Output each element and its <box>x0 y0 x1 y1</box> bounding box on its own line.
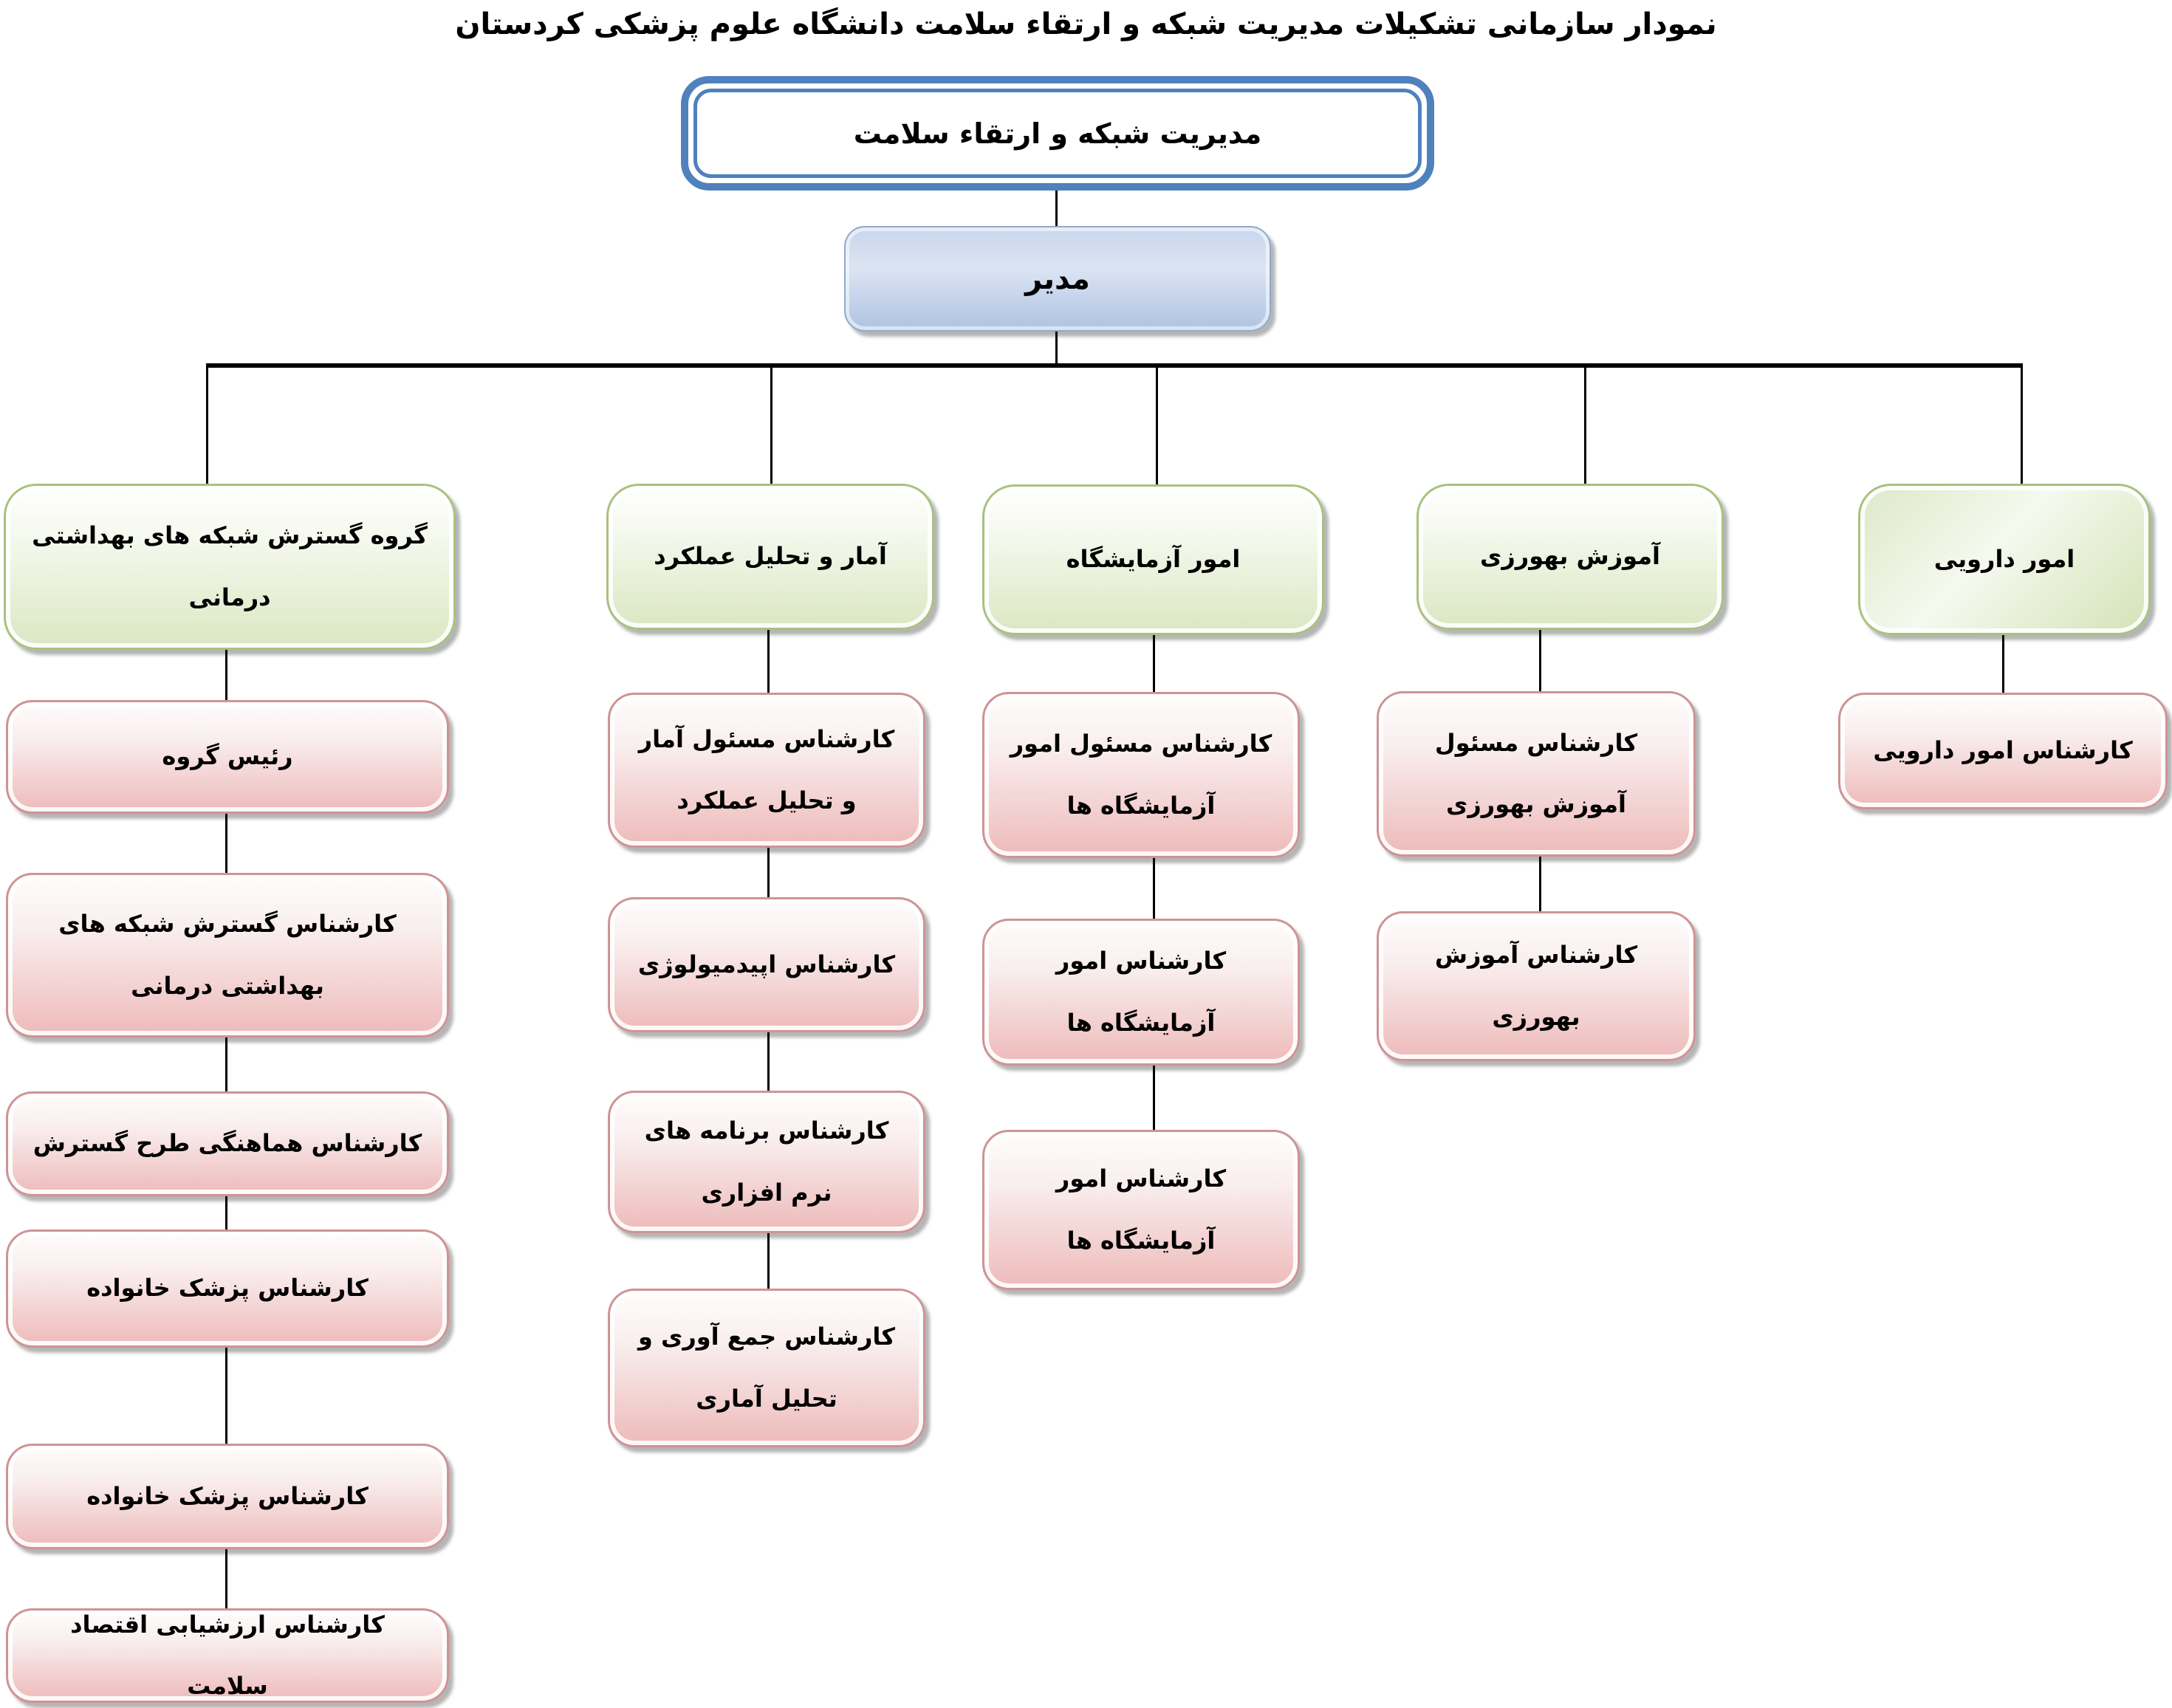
position-box: کارشناس مسئول آموزش بهورزی <box>1377 691 1696 857</box>
position-label: کارشناس پزشک خانواده <box>86 1481 369 1510</box>
dept-header-pharmaceutical-affairs: امور دارویی <box>1858 484 2151 635</box>
connector-line <box>1055 332 1058 363</box>
dept-header-label: آمار و تحلیل عملکرد <box>654 542 887 571</box>
connector-line <box>225 1348 227 1444</box>
position-box: کارشناس مسئول آمار و تحلیل عملکرد <box>608 693 925 848</box>
position-box: کارشناس اپیدمیولوژی <box>608 897 925 1032</box>
dept-header-behvarz-training: آموزش بهورزی <box>1416 484 1724 630</box>
position-label: کارشناس مسئول آموزش بهورزی <box>1434 728 1638 818</box>
position-label: رئیس گروه <box>162 742 293 771</box>
position-label: کارشناس مسئول آمار و تحلیل عملکرد <box>638 724 895 814</box>
dept-header-laboratory-affairs: امور آزمایشگاه <box>982 484 1324 635</box>
position-label: کارشناس امور آزمایشگاه ها <box>1055 1165 1227 1255</box>
connector-line <box>1153 1066 1155 1130</box>
position-label: کارشناس امور دارویی <box>1873 736 2133 765</box>
connector-line <box>225 814 227 873</box>
connector-line <box>770 368 772 484</box>
root-box: مدیریت شبکه و ارتقاء سلامت <box>681 76 1434 191</box>
dept-header-statistics-performance: آمار و تحلیل عملکرد <box>606 484 934 630</box>
position-label: کارشناس مسئول امور آزمایشگاه ها <box>1010 730 1272 820</box>
dept-header-label: امور دارویی <box>1933 544 2075 573</box>
connector-line <box>2021 368 2023 484</box>
page-title: نمودار سازمانی تشکیلات مدیریت شبکه و ارت… <box>455 7 1717 41</box>
connector-line <box>1584 368 1586 484</box>
connector-line <box>1153 635 1155 692</box>
root-box-label: مدیریت شبکه و ارتقاء سلامت <box>853 117 1262 150</box>
position-box: رئیس گروه <box>6 700 449 814</box>
position-label: کارشناس امور آزمایشگاه ها <box>1055 947 1227 1037</box>
connector-line <box>2002 635 2004 693</box>
position-box: کارشناس برنامه های نرم افزاری <box>608 1091 925 1233</box>
connector-line <box>767 1032 770 1091</box>
position-label: کارشناس جمع آوری و تحلیل آماری <box>637 1323 896 1413</box>
dept-header-label: گروه گسترش شبکه های بهداشتی درمانی <box>32 521 428 611</box>
position-box: کارشناس ارزشیابی اقتصاد سلامت <box>6 1608 449 1703</box>
root-box-frame: مدیریت شبکه و ارتقاء سلامت <box>693 89 1422 178</box>
manager-box-label: مدیر <box>1025 261 1090 296</box>
position-box: کارشناس هماهنگی طرح گسترش <box>6 1091 449 1196</box>
connector-line <box>767 848 770 897</box>
position-box: کارشناس امور دارویی <box>1838 693 2168 809</box>
connector-line <box>767 630 770 693</box>
position-label: کارشناس آموزش بهورزی <box>1434 941 1638 1031</box>
dept-header-label: امور آزمایشگاه <box>1066 545 1241 574</box>
position-box: کارشناس گسترش شبکه های بهداشتی درمانی <box>6 873 449 1038</box>
position-label: کارشناس برنامه های نرم افزاری <box>644 1117 889 1207</box>
position-label: کارشناس هماهنگی طرح گسترش <box>32 1129 422 1158</box>
connector-line <box>225 650 227 700</box>
connector-line <box>1153 858 1155 919</box>
position-label: کارشناس اپیدمیولوژی <box>637 950 896 978</box>
position-box: کارشناس جمع آوری و تحلیل آماری <box>608 1289 925 1447</box>
position-label: کارشناس پزشک خانواده <box>86 1274 369 1303</box>
connector-line <box>225 1038 227 1091</box>
connector-line <box>225 1196 227 1229</box>
position-box: کارشناس آموزش بهورزی <box>1377 911 1696 1061</box>
connector-line <box>206 368 208 484</box>
position-label: کارشناس ارزشیابی اقتصاد سلامت <box>70 1610 385 1700</box>
connector-line <box>225 1549 227 1608</box>
dept-header-network-expansion-group: گروه گسترش شبکه های بهداشتی درمانی <box>4 484 456 650</box>
position-label: کارشناس گسترش شبکه های بهداشتی درمانی <box>58 910 397 1000</box>
connector-line <box>1539 630 1541 691</box>
dept-header-label: آموزش بهورزی <box>1480 542 1660 571</box>
position-box: کارشناس پزشک خانواده <box>6 1444 449 1549</box>
connector-bus <box>206 363 2023 368</box>
position-box: کارشناس امور آزمایشگاه ها <box>982 919 1300 1066</box>
manager-box: مدیر <box>844 226 1271 332</box>
position-box: کارشناس پزشک خانواده <box>6 1229 449 1348</box>
position-box: کارشناس مسئول امور آزمایشگاه ها <box>982 692 1300 858</box>
connector-line <box>1055 191 1058 226</box>
connector-line <box>1156 368 1158 484</box>
position-box: کارشناس امور آزمایشگاه ها <box>982 1130 1300 1290</box>
connector-line <box>1539 857 1541 911</box>
connector-line <box>767 1233 770 1289</box>
